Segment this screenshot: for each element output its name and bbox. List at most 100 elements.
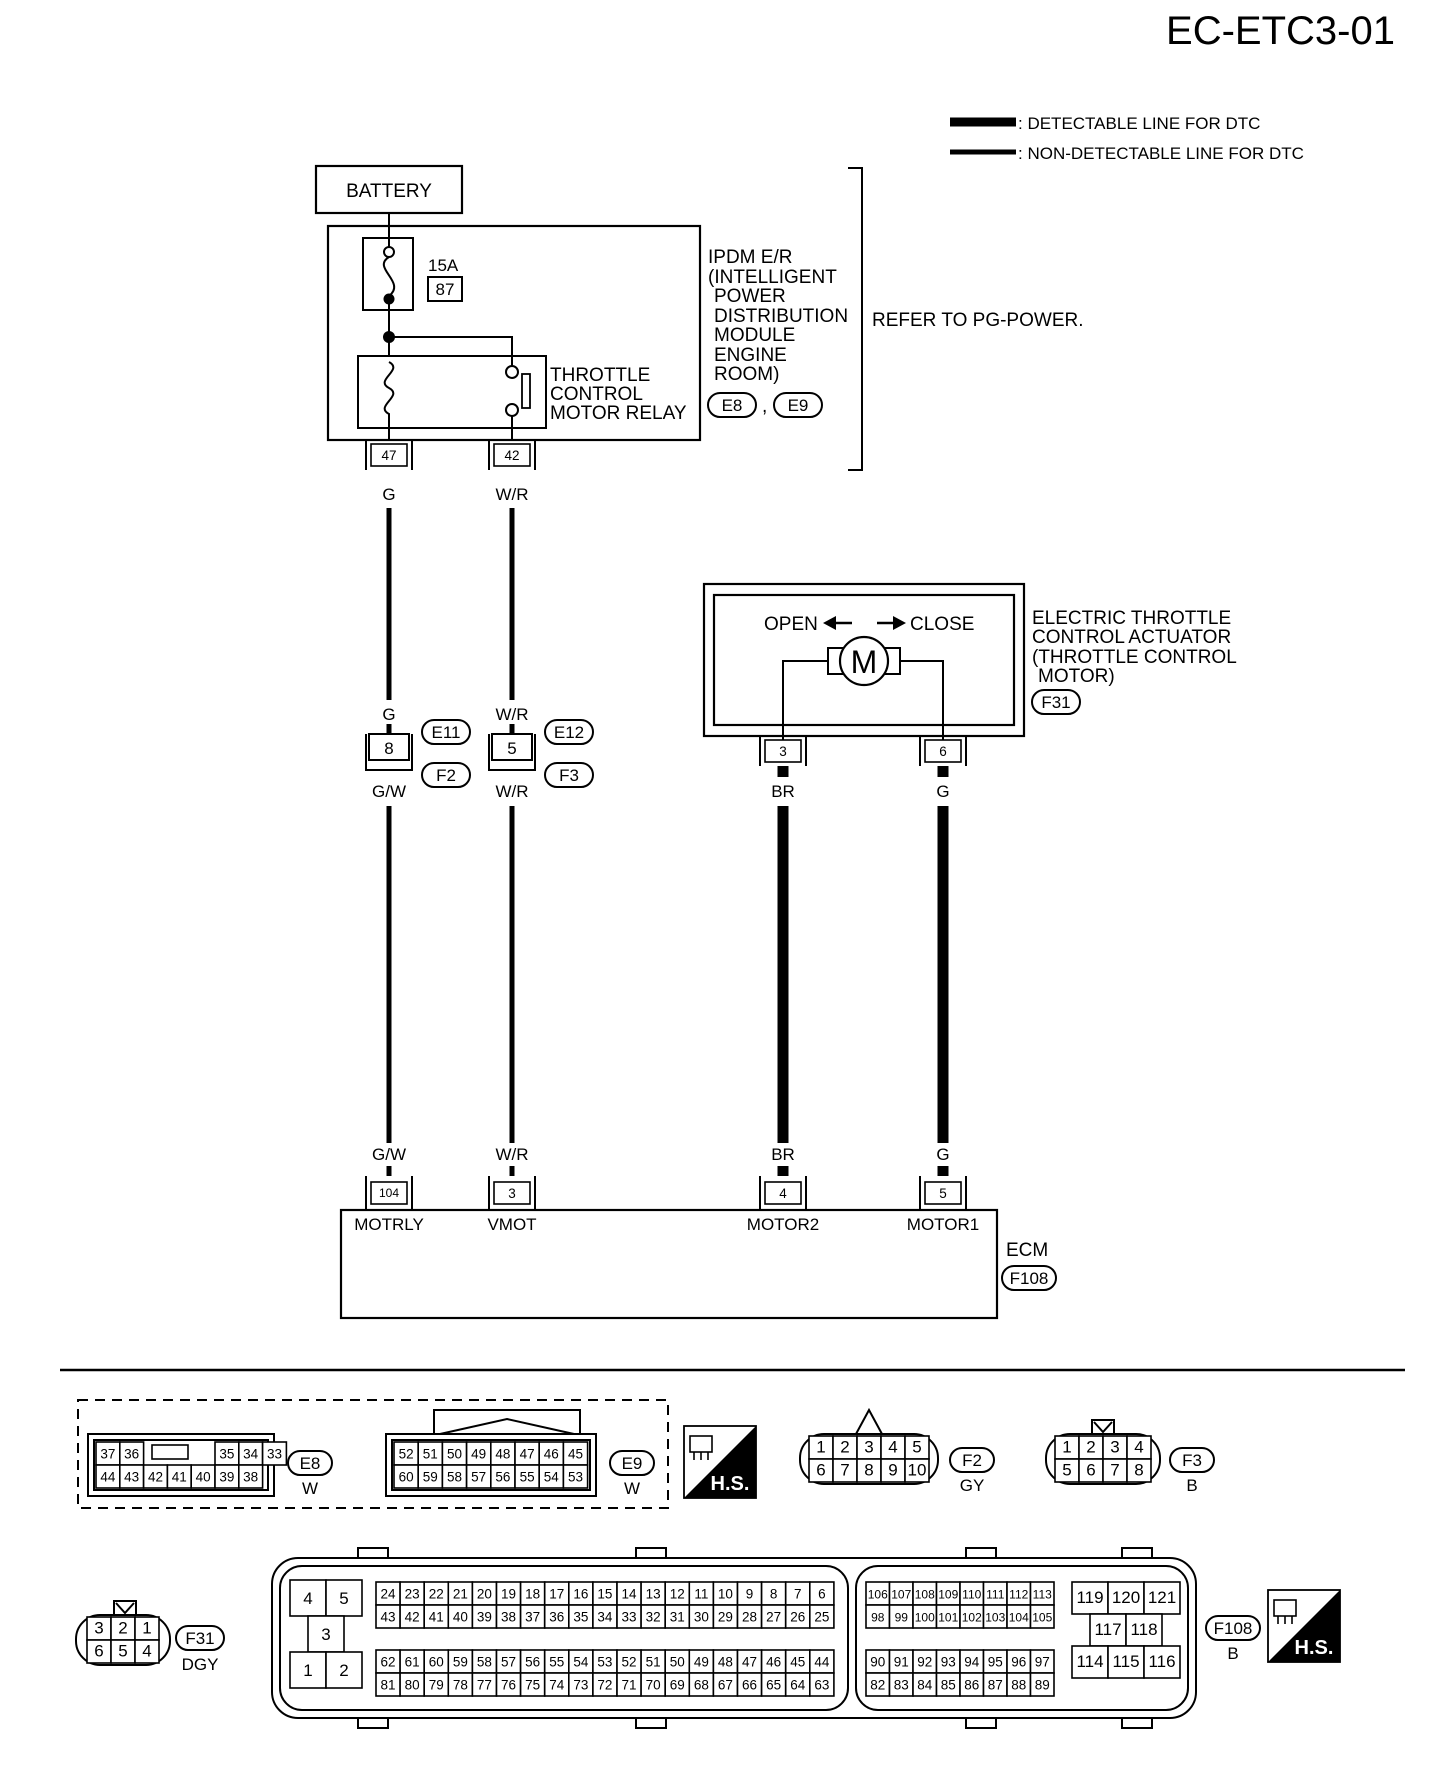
f3-cavity-label-1: 1: [1062, 1438, 1071, 1457]
f108-cavity-label-31: 31: [670, 1610, 685, 1625]
f108-cavity-label-112: 112: [1009, 1588, 1028, 1602]
motor-symbol: M: [851, 644, 878, 680]
wire-color-actuator-6: G: [936, 782, 949, 801]
e9-cavity-label-50: 50: [447, 1447, 462, 1462]
svg-text:3: 3: [779, 744, 787, 759]
f2-tag-label: F2: [962, 1451, 982, 1470]
f108-cavity-label-75: 75: [525, 1678, 540, 1693]
f108-cavity-label-84: 84: [917, 1678, 933, 1693]
f2-cavity-label-3: 3: [864, 1438, 873, 1457]
e8-cavity-label-38: 38: [243, 1470, 258, 1485]
e9-cavity-53: [562, 1464, 589, 1489]
actuator-pin-6: 6: [919, 736, 967, 766]
f108-cavity-label-77: 77: [477, 1678, 492, 1693]
f108-cavity-label-9: 9: [746, 1587, 754, 1602]
f108-cavity-label-106: 106: [868, 1588, 888, 1602]
f108-cavity-label-18: 18: [525, 1587, 540, 1602]
relay-label-1: THROTTLE: [550, 365, 650, 386]
f108-cavity-label-119: 119: [1076, 1588, 1103, 1607]
battery-box: [314, 164, 464, 215]
f108-cavity-120: [1107, 1581, 1145, 1615]
relay-label-3: MOTOR RELAY: [550, 403, 687, 424]
f108-cavity-label-33: 33: [622, 1610, 637, 1625]
f108-cavity-label-96: 96: [1011, 1655, 1026, 1670]
f108-cavity-114: [1071, 1645, 1109, 1679]
f108-cavity-label-21: 21: [453, 1587, 468, 1602]
f108-cavity-label-29: 29: [718, 1610, 733, 1625]
f108-cavity-label-92: 92: [917, 1655, 932, 1670]
f3-cavity-label-2: 2: [1086, 1438, 1095, 1457]
legend-non-detectable-text: : NON-DETECTABLE LINE FOR DTC: [1018, 144, 1304, 163]
f108-cavity-label-102: 102: [962, 1611, 982, 1625]
joint-1-lower-connector: F2: [436, 766, 456, 785]
f108-cavity-label-40: 40: [453, 1610, 468, 1625]
e9-cavity-label-48: 48: [495, 1447, 510, 1462]
ipdm-name-line-3: POWER: [714, 286, 786, 307]
e8-cavity-label-34: 34: [243, 1447, 259, 1462]
f108-tag-label: F108: [1214, 1619, 1253, 1638]
f108-cavity-label-117: 117: [1094, 1620, 1121, 1639]
e9-cavity-label-60: 60: [399, 1470, 414, 1485]
f108-cavity-label-71: 71: [622, 1678, 637, 1693]
f108-cavity-label-72: 72: [597, 1678, 612, 1693]
wire-color-relay-42: W/R: [495, 485, 528, 504]
legend-detectable-text: : DETECTABLE LINE FOR DTC: [1018, 114, 1260, 133]
f108-cavity-label-64: 64: [790, 1678, 806, 1693]
f108-cavity-label-104: 104: [1009, 1611, 1029, 1625]
harness-side-icon: H.S.: [683, 1425, 757, 1499]
f108-cavity-label-59: 59: [453, 1655, 468, 1670]
f31-cavity-label-3: 3: [94, 1619, 103, 1638]
f108-cavity-label-42: 42: [405, 1610, 420, 1625]
e9-cavity-label-45: 45: [568, 1447, 583, 1462]
ecm-box: [339, 1208, 999, 1320]
f108-cavity-label-97: 97: [1035, 1655, 1050, 1670]
f108-color: B: [1227, 1644, 1238, 1663]
f2-cavity-label-6: 6: [816, 1461, 825, 1480]
f31-cavity-4: [134, 1639, 160, 1664]
relay-label-2: CONTROL: [550, 384, 643, 405]
f108-cavity-115: [1107, 1645, 1145, 1679]
actuator-name-line-4: MOTOR): [1038, 666, 1115, 687]
connector-plug-icon-2: [1273, 1599, 1297, 1624]
svg-text:5: 5: [939, 1186, 947, 1201]
joint-2-upper-connector: E12: [554, 723, 584, 742]
wire-color-relay-47: G: [382, 485, 395, 504]
f108-cavity-25: [808, 1604, 835, 1629]
svg-text:4: 4: [779, 1186, 787, 1201]
f108-cavity-label-108: 108: [915, 1588, 935, 1602]
arrow-right-icon: [877, 616, 906, 630]
ecm-signal-motor1: MOTOR1: [907, 1215, 979, 1234]
f108-cavity-label-57: 57: [501, 1655, 516, 1670]
f31-tag-label: F31: [185, 1629, 214, 1648]
ecm-signal-motor2: MOTOR2: [747, 1215, 819, 1234]
f108-cavity-label-62: 62: [381, 1655, 396, 1670]
f108-tag: [1205, 1615, 1261, 1641]
e9-cavity-label-55: 55: [520, 1470, 535, 1485]
f108-cavity-label-32: 32: [646, 1610, 661, 1625]
connector-tag-f108-label: F108: [1010, 1269, 1049, 1288]
e8-cavity-38: [238, 1464, 264, 1489]
f108-cavity-label-67: 67: [718, 1678, 733, 1693]
f2-cavity-label-8: 8: [864, 1461, 873, 1480]
f108-cavity-label-83: 83: [894, 1678, 909, 1693]
connector-tag-f31-label: F31: [1041, 693, 1070, 712]
actuator-name-line-1: ELECTRIC THROTTLE: [1032, 608, 1231, 629]
relay-contact-lower: [505, 403, 519, 417]
f108-cavity-label-66: 66: [742, 1678, 757, 1693]
relay-coil: [383, 361, 395, 440]
f108-cavity-label-47: 47: [742, 1655, 757, 1670]
e8-cavity-label-44: 44: [100, 1470, 116, 1485]
ecm-signal-vmot: VMOT: [487, 1215, 536, 1234]
f108-cavity-label-54: 54: [573, 1655, 589, 1670]
f108-cavity-label-82: 82: [870, 1678, 885, 1693]
f108-cavity-label-12: 12: [670, 1587, 685, 1602]
f108-cavity-label-103: 103: [985, 1611, 1005, 1625]
f108-cavity-label-74: 74: [549, 1678, 565, 1693]
f108-cavity-label-28: 28: [742, 1610, 757, 1625]
f108-cavity-label-63: 63: [814, 1678, 829, 1693]
ecm-pin-4: 4: [759, 1176, 807, 1210]
joint-2-lower-connector: F3: [559, 766, 579, 785]
motor-icon: [838, 635, 890, 687]
